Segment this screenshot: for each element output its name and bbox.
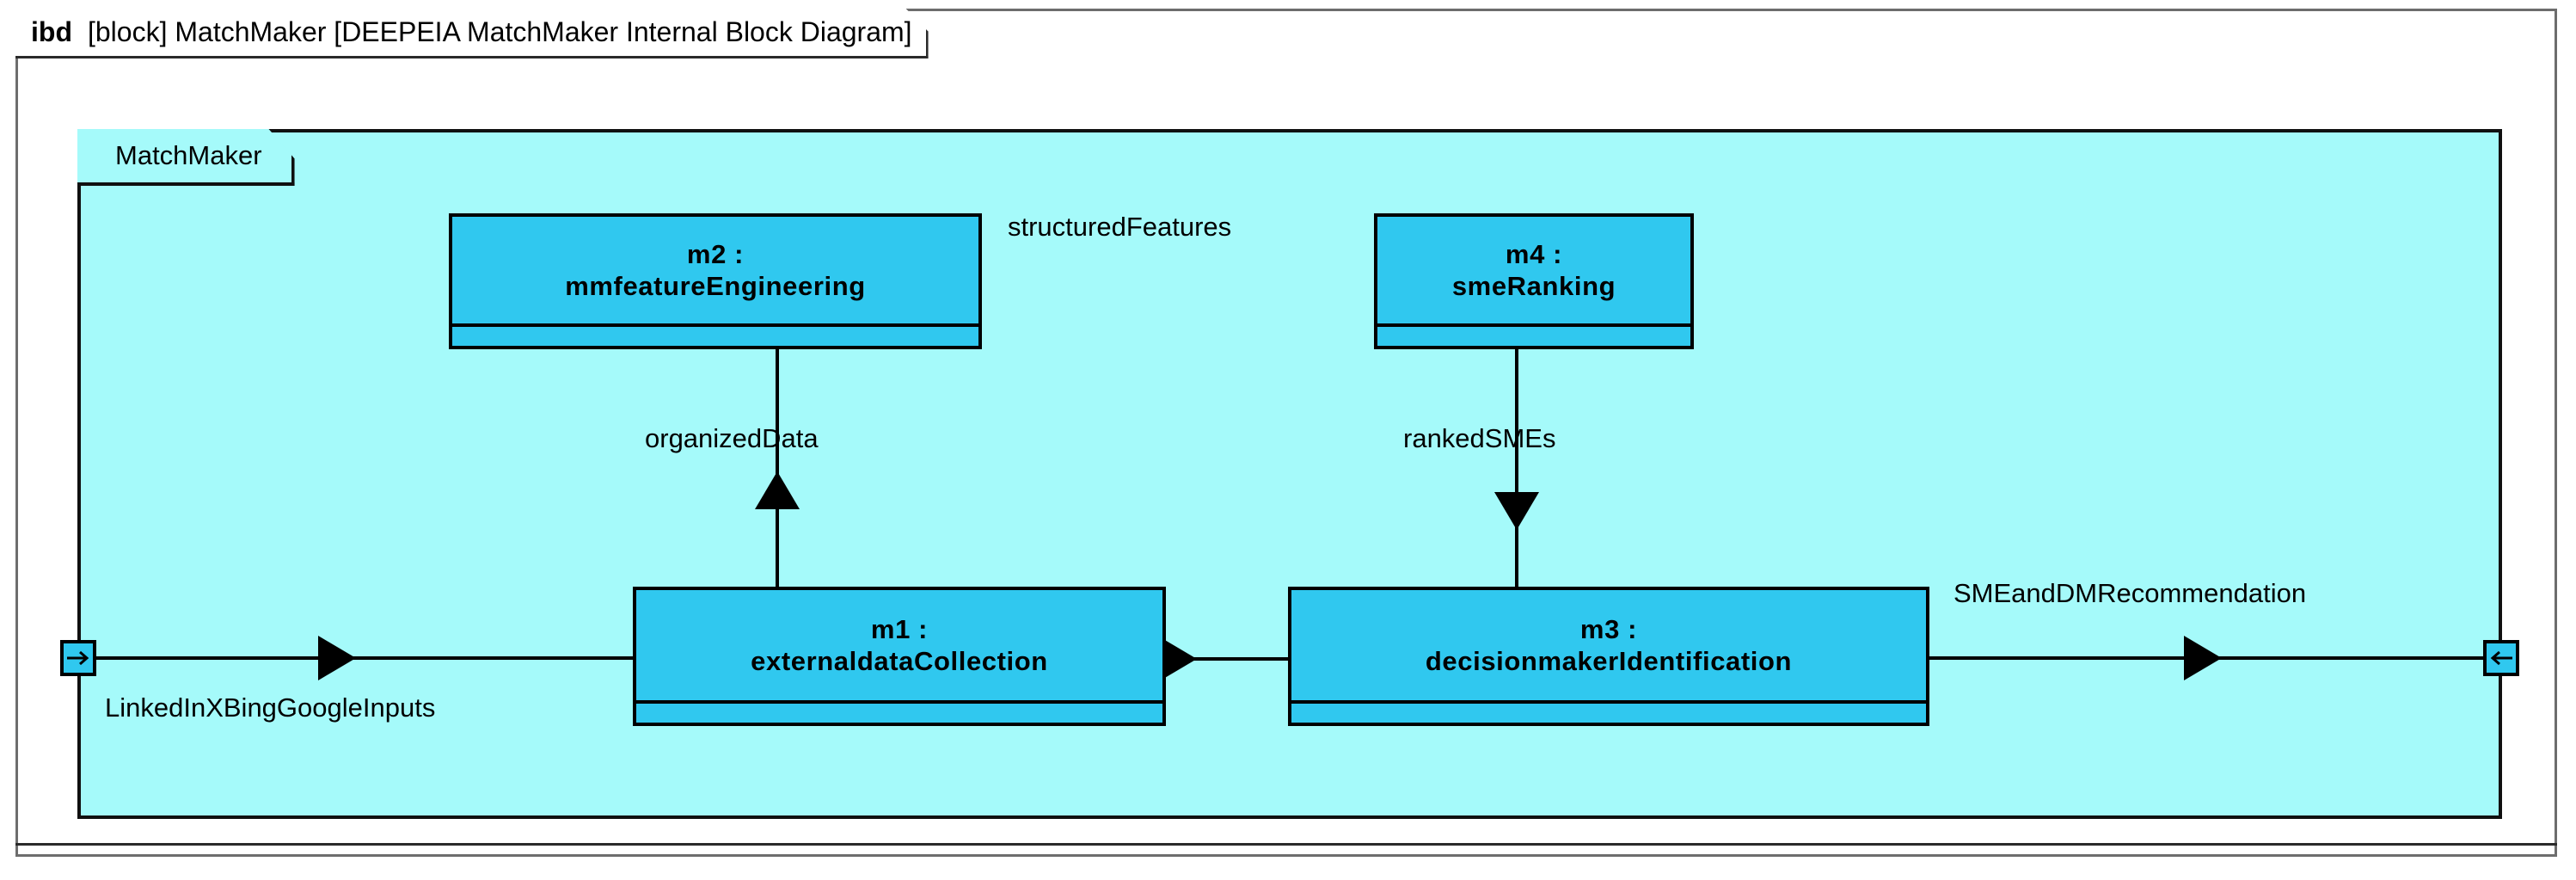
part-block-m4[interactable]: m4 : smeRanking: [1374, 213, 1694, 349]
connector-organized-data-line: [776, 348, 779, 590]
part-block-m3[interactable]: m3 : decisionmakerIdentification: [1288, 587, 1929, 726]
part-block-m4-type: smeRanking: [1451, 271, 1616, 301]
part-block-m3-role: m3 :: [1579, 614, 1638, 645]
part-block-m2-name: m2 : mmfeatureEngineering: [452, 217, 978, 323]
connector-label-ranked-smes: rankedSMEs: [1403, 423, 1556, 453]
part-block-m2-role: m2 :: [686, 239, 745, 270]
diagram-frame-bottom-rule: [15, 843, 2557, 848]
arrow-left-icon: [2488, 648, 2514, 668]
connector-label-structured-features: structuredFeatures: [1008, 212, 1232, 242]
connector-label-linkedin-inputs: LinkedInXBingGoogleInputs: [105, 692, 436, 723]
part-block-m1-compartment: [636, 700, 1162, 723]
matchmaker-frame-header: MatchMaker: [77, 129, 295, 186]
part-block-m3-name: m3 : decisionmakerIdentification: [1291, 590, 1926, 700]
part-block-m2-type: mmfeatureEngineering: [565, 271, 866, 301]
part-block-m2[interactable]: m2 : mmfeatureEngineering: [449, 213, 982, 349]
diagram-title: [block] MatchMaker [DEEPEIA MatchMaker I…: [87, 16, 912, 47]
diagram-kind-label: ibd: [31, 16, 72, 47]
part-block-m4-compartment: [1377, 323, 1690, 346]
diagram-frame-header: ibd [block] MatchMaker [DEEPEIA MatchMak…: [15, 9, 929, 58]
part-block-m4-name: m4 : smeRanking: [1377, 217, 1690, 323]
matchmaker-frame-label: MatchMaker: [115, 140, 262, 170]
connector-sme-dm-recommendation-arrowhead: [2184, 636, 2222, 680]
part-block-m4-role: m4 :: [1505, 239, 1563, 270]
part-block-m3-compartment: [1291, 700, 1926, 723]
part-block-m1-name: m1 : externaldataCollection: [636, 590, 1162, 700]
connector-linkedin-inputs-arrowhead: [318, 636, 356, 680]
part-block-m1-type: externaldataCollection: [751, 646, 1048, 676]
part-block-m3-type: decisionmakerIdentification: [1425, 646, 1793, 676]
input-port[interactable]: [60, 640, 96, 676]
connector-ranked-smes-line: [1515, 348, 1518, 590]
part-block-m1[interactable]: m1 : externaldataCollection: [633, 587, 1166, 726]
part-block-m1-role: m1 :: [870, 614, 929, 645]
arrow-right-icon: [65, 648, 91, 668]
part-block-m2-compartment: [452, 323, 978, 346]
connector-label-sme-dm-recommendation: SMEandDMRecommendation: [1953, 578, 2307, 608]
connector-ranked-smes-arrowhead: [1494, 492, 1539, 530]
connector-label-organized-data: organizedData: [645, 423, 819, 453]
output-port[interactable]: [2483, 640, 2519, 676]
connector-linkedin-inputs-line: [93, 656, 635, 660]
connector-organized-data-arrowhead: [755, 471, 800, 509]
